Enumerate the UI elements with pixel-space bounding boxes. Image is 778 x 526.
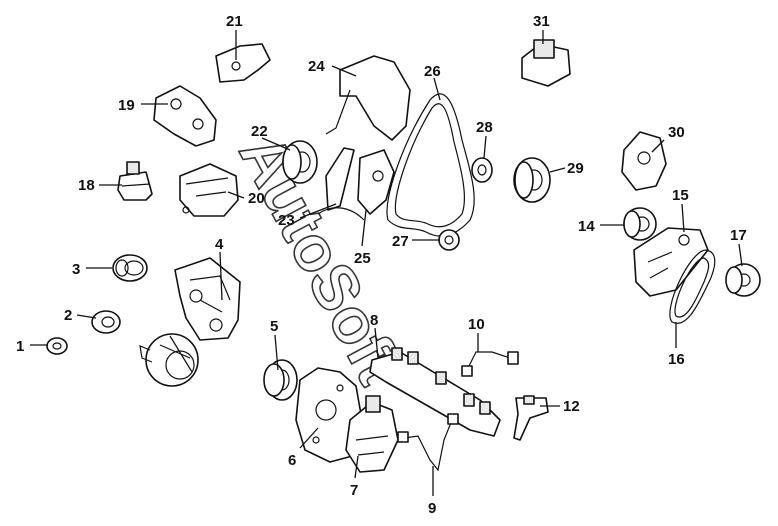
- part-10-sensor: [461, 351, 519, 377]
- callout-1: 1: [16, 338, 24, 355]
- callout-3: 3: [72, 261, 80, 278]
- callout-10: 10: [468, 316, 485, 333]
- part-20-mount: [179, 163, 239, 217]
- callout-17: 17: [730, 227, 747, 244]
- callout-7: 7: [350, 482, 358, 499]
- callout-8: 8: [370, 312, 378, 329]
- callout-25: 25: [354, 250, 371, 267]
- callout-24: 24: [308, 58, 325, 75]
- part-3-idler-pulley: [112, 254, 148, 282]
- part-15-cover: [633, 227, 709, 297]
- callout-19: 19: [118, 97, 135, 114]
- part-12-injector: [513, 395, 549, 441]
- part-31-block: [521, 39, 571, 87]
- part-4-bracket: [174, 257, 241, 341]
- callout-29: 29: [567, 160, 584, 177]
- part-28-roller: [471, 157, 493, 183]
- part-1-washer: [46, 337, 68, 355]
- callout-6: 6: [288, 452, 296, 469]
- callout-22: 22: [251, 123, 268, 140]
- callout-26: 26: [424, 63, 441, 80]
- callout-30: 30: [668, 124, 685, 141]
- callout-23: 23: [278, 212, 295, 229]
- callout-14: 14: [578, 218, 595, 235]
- part-8-fuel-rail: [369, 347, 501, 437]
- callout-5: 5: [270, 318, 278, 335]
- callout-31: 31: [533, 13, 550, 30]
- callout-20: 20: [248, 190, 265, 207]
- part-9-sensor-wire: [397, 413, 459, 472]
- part-21-mount-bracket: [215, 43, 271, 83]
- part-24-timing-cover: [325, 55, 411, 141]
- part-23-sensor-bracket: [317, 147, 365, 221]
- callout-12: 12: [563, 398, 580, 415]
- callout-9: 9: [428, 500, 436, 517]
- part-26-timing-belt: [386, 93, 475, 237]
- callout-2: 2: [64, 307, 72, 324]
- callout-27: 27: [392, 233, 409, 250]
- part-18-engine-mount: [117, 161, 153, 201]
- part-14-tensioner-pulley: [623, 207, 657, 241]
- part-22-crank-pulley: [282, 140, 318, 184]
- callout-16: 16: [668, 351, 685, 368]
- part-27-idler: [438, 229, 460, 251]
- callout-15: 15: [672, 187, 689, 204]
- part-30-tensioner: [621, 131, 667, 191]
- part-19-bracket: [153, 85, 217, 147]
- part-5-pulley: [263, 359, 298, 401]
- part-17-pulley: [725, 263, 761, 297]
- callout-21: 21: [226, 13, 243, 30]
- callout-4: 4: [215, 236, 224, 253]
- callout-28: 28: [476, 119, 493, 136]
- leader-lines: [30, 30, 743, 496]
- part-2-roller: [91, 310, 121, 334]
- part-29-cam-pulley: [513, 157, 551, 203]
- callout-18: 18: [78, 177, 95, 194]
- callout-labels: 1 2 3 4 5 6 7 8 9 10 12 14 15 16 17 18 1…: [16, 13, 747, 517]
- alternator: [139, 333, 199, 387]
- part-16-aux-belt: [669, 249, 716, 324]
- part-7-hp-pump: [345, 395, 399, 473]
- part-25-timing-bracket: [357, 149, 395, 215]
